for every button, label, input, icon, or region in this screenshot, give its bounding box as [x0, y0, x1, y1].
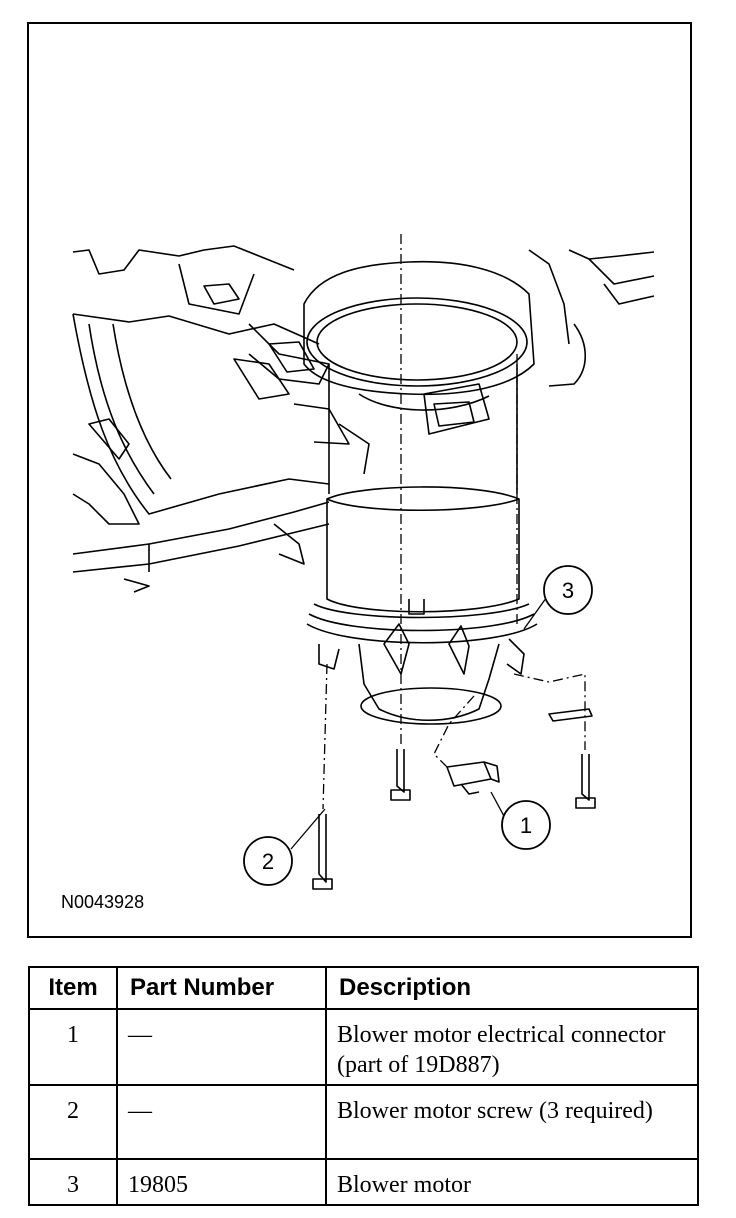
table-header-row: Item Part Number Description	[28, 966, 699, 1010]
screw-right	[575, 754, 596, 809]
item-cell: 2	[28, 1084, 118, 1160]
blower-motor-body	[306, 486, 538, 725]
callout-2: 2	[243, 836, 293, 886]
table-row: 1 — Blower motor electrical connector (p…	[28, 1008, 699, 1086]
table-row: 2 — Blower motor screw (3 required)	[28, 1084, 699, 1160]
svg-text:3: 3	[562, 578, 574, 603]
description-cell: Blower motor	[325, 1158, 699, 1206]
svg-text:1: 1	[520, 813, 532, 838]
item-cell: 3	[28, 1158, 118, 1206]
callout-3: 3	[543, 565, 593, 615]
figure-frame: 3 1 2 N0043928	[27, 22, 692, 938]
blower-scroll-top	[303, 260, 535, 494]
hvac-housing-right	[528, 249, 655, 387]
screw-center	[390, 749, 411, 801]
parts-table: Item Part Number Description 1 — Blower …	[28, 966, 699, 1206]
part-number-cell: —	[116, 1084, 327, 1160]
part-number-cell: 19805	[116, 1158, 327, 1206]
header-part-number: Part Number	[116, 966, 327, 1010]
blower-motor-diagram: 3 1 2 N0043928	[61, 234, 655, 912]
electrical-connector	[446, 761, 500, 795]
item-cell: 1	[28, 1008, 118, 1086]
header-description: Description	[325, 966, 699, 1010]
screw-left	[312, 814, 333, 890]
description-cell: Blower motor electrical connector (part …	[325, 1008, 699, 1086]
table-row: 3 19805 Blower motor	[28, 1158, 699, 1206]
description-cell: Blower motor screw (3 required)	[325, 1084, 699, 1160]
svg-text:2: 2	[262, 849, 274, 874]
callout-1: 1	[501, 800, 551, 850]
header-item: Item	[28, 966, 118, 1010]
figure-id: N0043928	[61, 892, 144, 912]
hvac-housing-left	[72, 245, 350, 593]
part-number-cell: —	[116, 1008, 327, 1086]
